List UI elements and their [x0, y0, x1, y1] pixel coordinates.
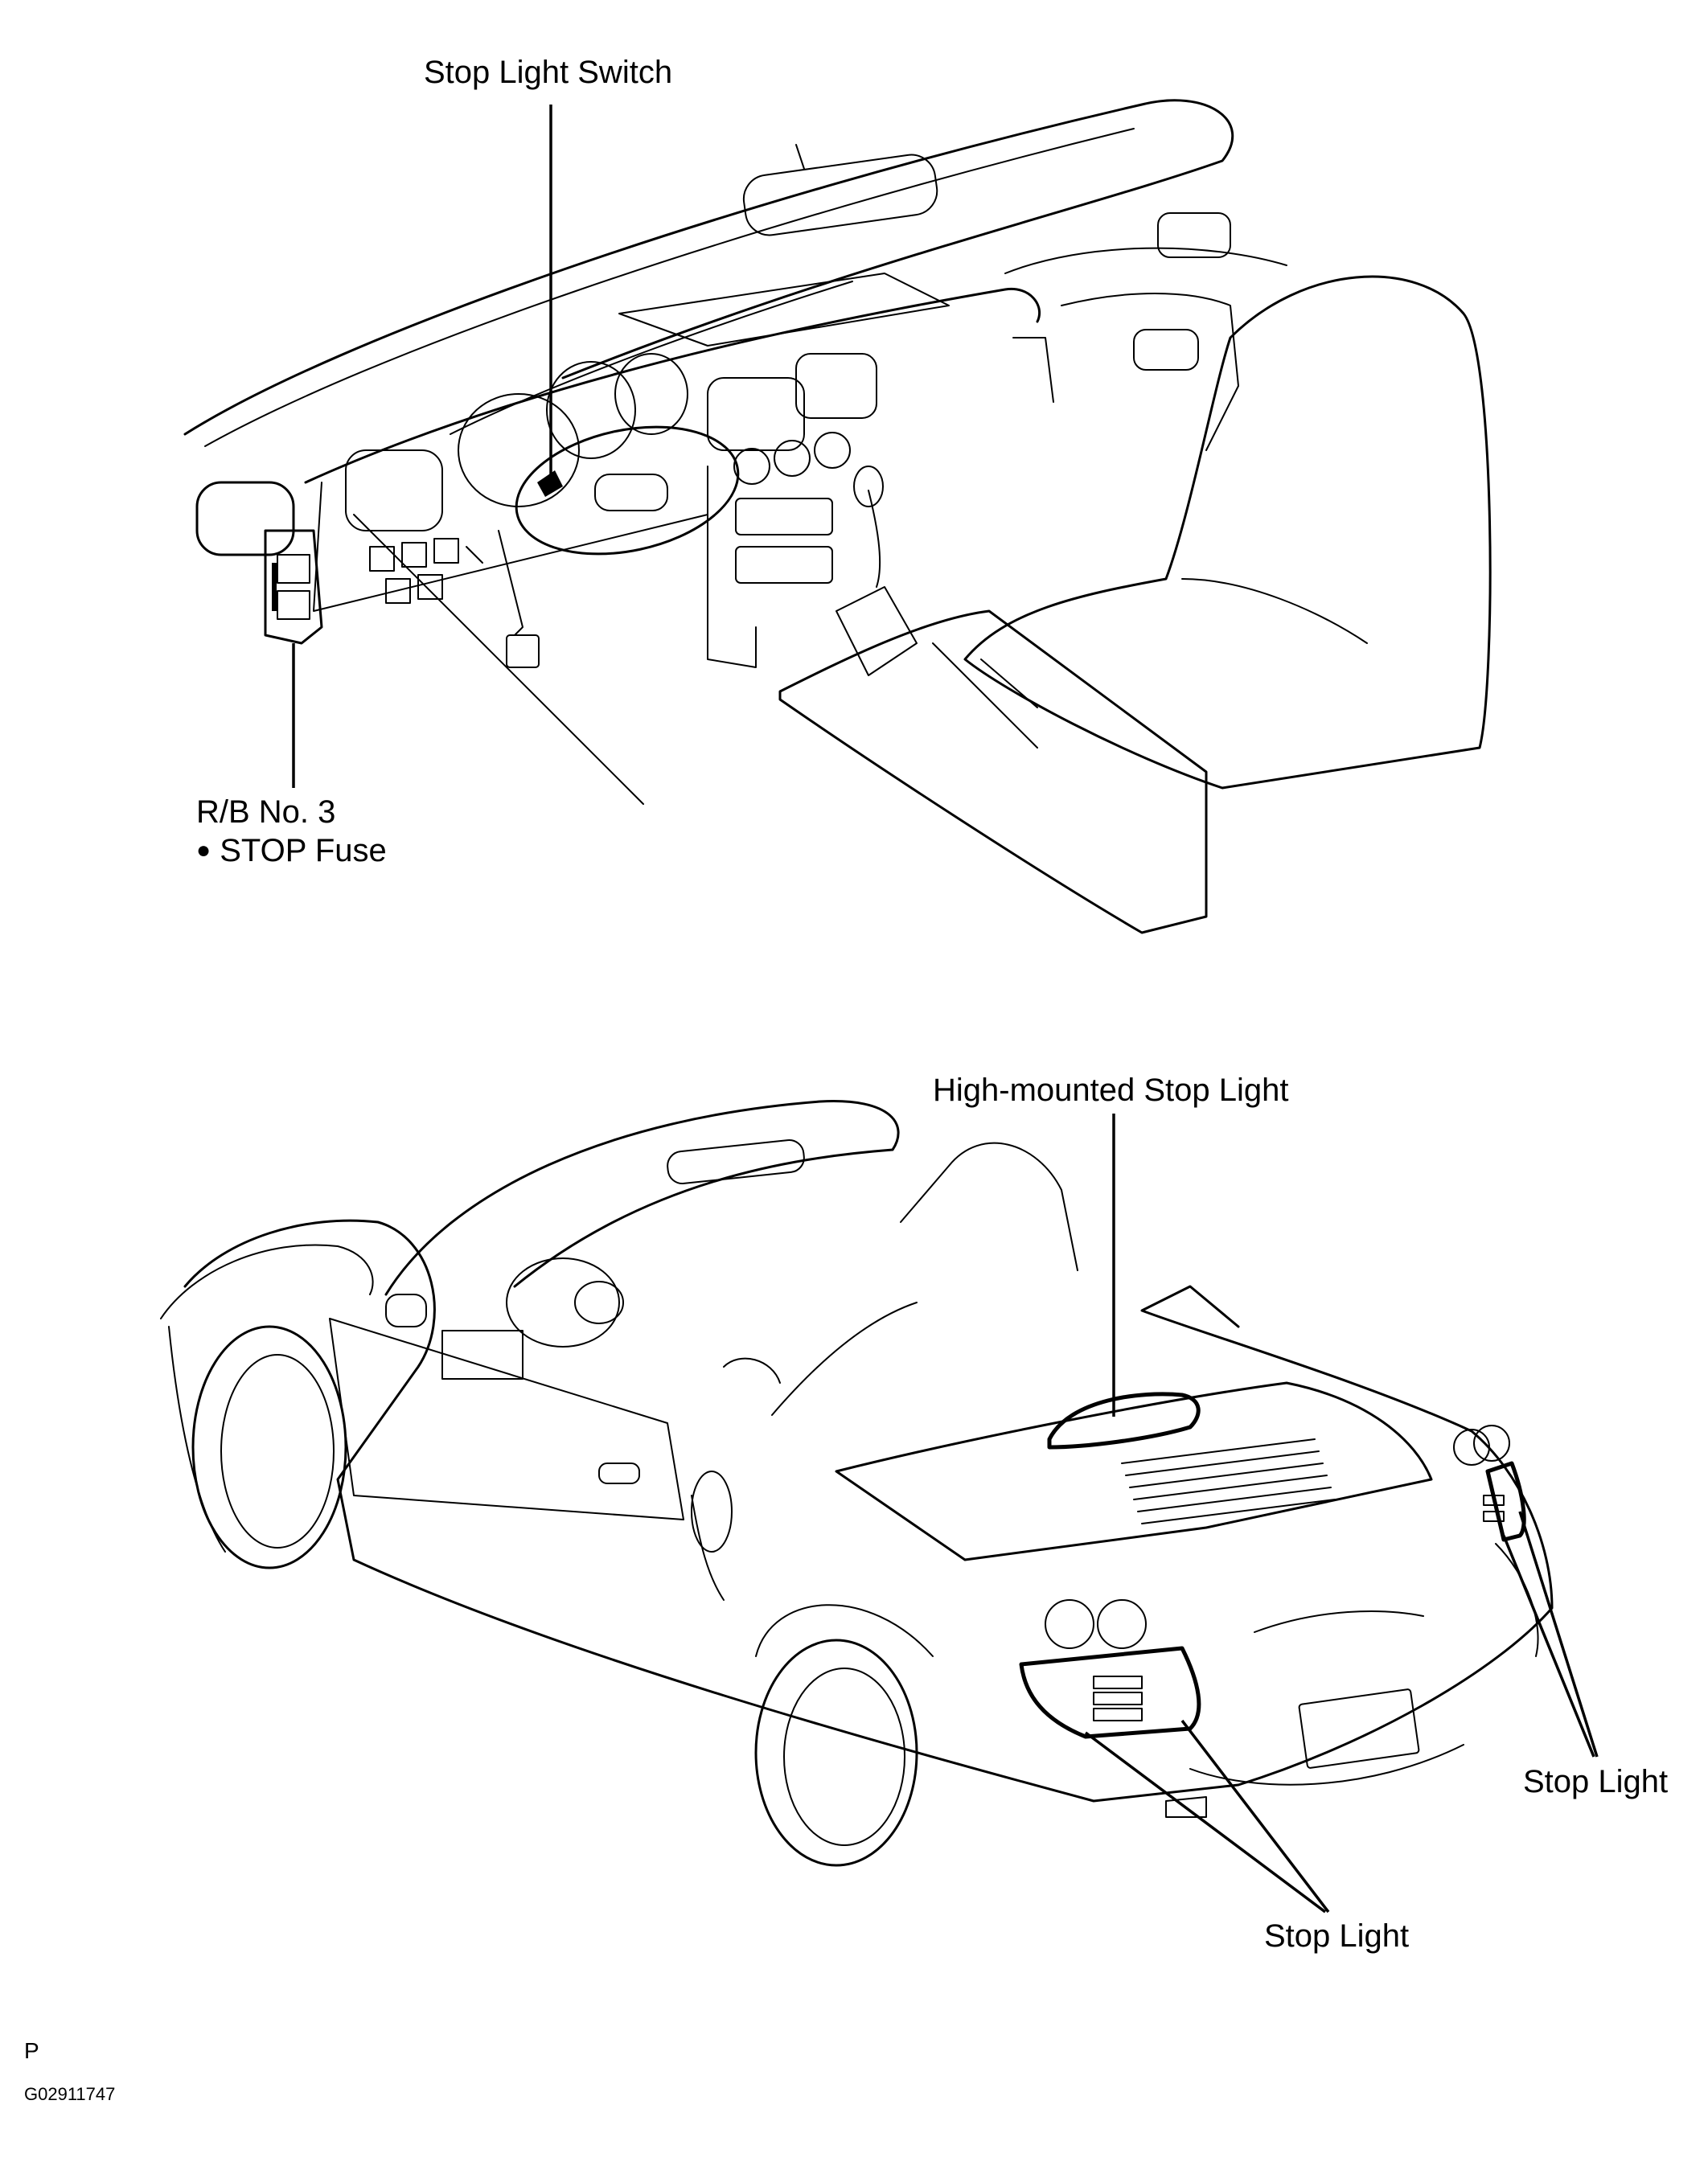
label-high-mounted-stop-light: High-mounted Stop Light [933, 1073, 1289, 1108]
label-stop-fuse: STOP Fuse [220, 833, 387, 868]
leader-stop-light-right-b [1518, 1511, 1599, 1758]
label-stop-light-right: Stop Light [1523, 1764, 1669, 1799]
leader-stop-light-right-a [1502, 1535, 1595, 1758]
leader-stop-light-left-a [1084, 1731, 1327, 1914]
label-stop-light-switch: Stop Light Switch [424, 55, 673, 90]
high-mounted-stop-light-mark [1047, 1392, 1201, 1450]
interior-cockpit-drawing [183, 99, 1492, 934]
label-rb-no3: R/B No. 3 [196, 794, 336, 830]
stop-light-left-mark [1019, 1599, 1201, 1739]
leader-stop-light-left-b [1180, 1719, 1330, 1914]
stop-light-right-mark [1453, 1425, 1526, 1542]
figure-code: G02911747 [24, 2084, 116, 2104]
bullet-icon: ● [196, 837, 211, 864]
convertible-car-drawing [160, 1100, 1554, 1867]
page-letter: P [24, 2038, 39, 2063]
label-stop-light-bottom: Stop Light [1264, 1918, 1410, 1954]
label-stop-fuse-row: ● STOP Fuse [196, 835, 387, 867]
relay-block-no3 [264, 529, 323, 645]
